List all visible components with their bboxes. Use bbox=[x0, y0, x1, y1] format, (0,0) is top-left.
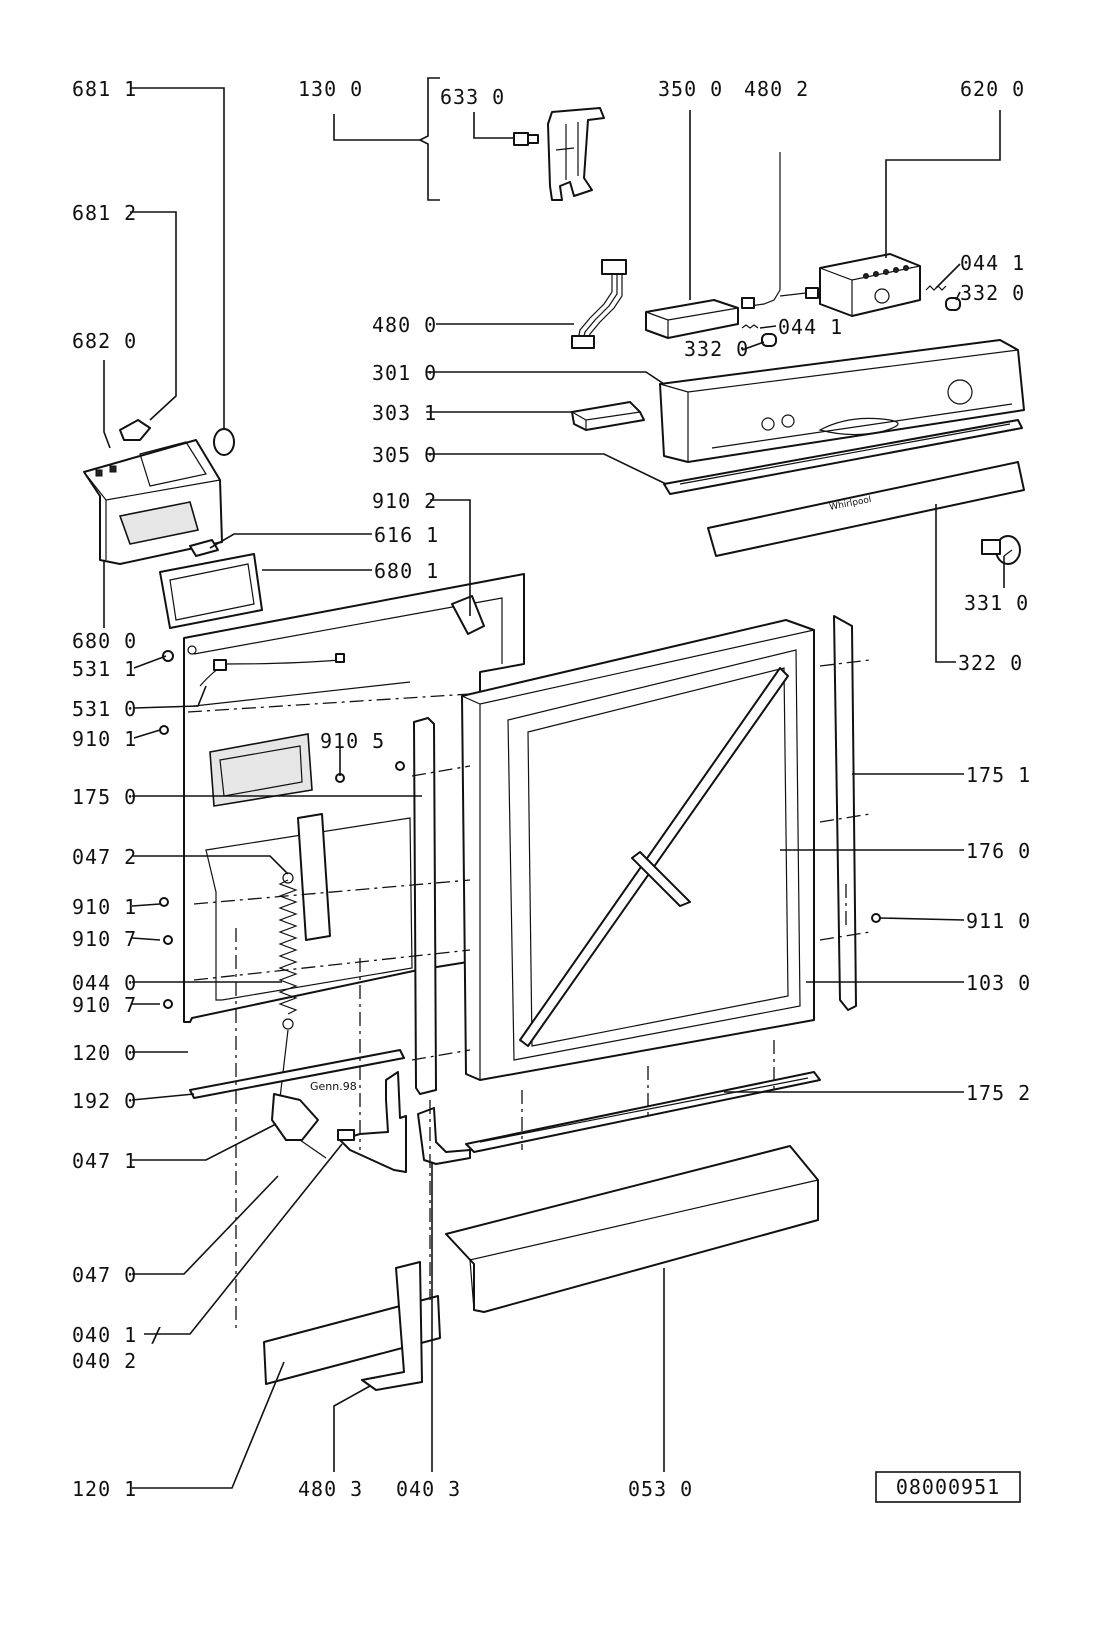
kick-plate-part bbox=[445, 1145, 819, 1313]
label-910-5: 910 5 bbox=[320, 729, 385, 753]
diagram-code-box: 08000951 bbox=[875, 1471, 1021, 1503]
label-350-0: 350 0 bbox=[658, 77, 723, 101]
label-682-0: 682 0 bbox=[72, 329, 137, 353]
label-120-1: 120 1 bbox=[72, 1477, 137, 1501]
label-910-7-b: 910 7 bbox=[72, 993, 137, 1017]
leader-lines bbox=[103, 87, 1005, 1489]
side-strip-left-part bbox=[413, 717, 437, 1095]
handwritten-note: Genn.98 bbox=[310, 1080, 357, 1093]
hinge-lever-part bbox=[337, 1071, 407, 1173]
label-910-1-b: 910 1 bbox=[72, 895, 137, 919]
label-681-1: 681 1 bbox=[72, 77, 137, 101]
label-480-2: 480 2 bbox=[744, 77, 809, 101]
label-332-0-a: 332 0 bbox=[960, 281, 1025, 305]
label-044-0: 044 0 bbox=[72, 971, 137, 995]
hinge-bracket-part bbox=[418, 77, 605, 201]
label-192-0: 192 0 bbox=[72, 1089, 137, 1113]
electronic-board-part bbox=[819, 253, 921, 317]
label-531-0: 531 0 bbox=[72, 697, 137, 721]
label-322-0: 322 0 bbox=[958, 651, 1023, 675]
label-044-1-b: 044 1 bbox=[778, 315, 843, 339]
door-handle-part bbox=[571, 401, 645, 431]
label-305-0: 305 0 bbox=[372, 443, 437, 467]
door-spring-part bbox=[271, 872, 327, 1159]
control-panel-part bbox=[659, 339, 1025, 463]
lower-plate-part bbox=[263, 1295, 441, 1385]
label-103-0: 103 0 bbox=[966, 971, 1031, 995]
label-176-0: 176 0 bbox=[966, 839, 1031, 863]
label-616-1: 616 1 bbox=[374, 523, 439, 547]
outer-door-frame-part bbox=[461, 619, 815, 1081]
small-bracket-part bbox=[417, 1107, 471, 1165]
label-044-1-a: 044 1 bbox=[960, 251, 1025, 275]
label-910-2: 910 2 bbox=[372, 489, 437, 513]
label-130-0: 130 0 bbox=[298, 77, 363, 101]
label-911-0: 911 0 bbox=[966, 909, 1031, 933]
wire-harness-part bbox=[571, 259, 627, 349]
side-strip-right-part bbox=[833, 615, 857, 1011]
label-633-0: 633 0 bbox=[440, 85, 505, 109]
label-681-2: 681 2 bbox=[72, 201, 137, 225]
label-680-1: 680 1 bbox=[374, 559, 439, 583]
label-120-0: 120 0 bbox=[72, 1041, 137, 1065]
l-bracket-part bbox=[361, 1261, 423, 1391]
label-040-3: 040 3 bbox=[396, 1477, 461, 1501]
label-175-1: 175 1 bbox=[966, 763, 1031, 787]
alignment-lines bbox=[187, 659, 871, 1330]
detergent-dispenser-part bbox=[83, 439, 223, 565]
label-040-2: 040 2 bbox=[72, 1349, 137, 1373]
label-053-0: 053 0 bbox=[628, 1477, 693, 1501]
label-331-0: 331 0 bbox=[964, 591, 1029, 615]
round-plug-part bbox=[213, 428, 235, 456]
bottom-strip-part bbox=[465, 1071, 821, 1153]
spring-and-knob-parts-center bbox=[741, 324, 777, 347]
part-labels: 681 1 681 2 682 0 680 0 531 1 531 0 910 … bbox=[72, 77, 1031, 1501]
label-040-1: 040 1 / bbox=[72, 1323, 163, 1347]
panel-rail-part bbox=[663, 419, 1023, 495]
fascia-strip-part: Whirlpool bbox=[707, 461, 1025, 557]
label-175-2: 175 2 bbox=[966, 1081, 1031, 1105]
label-480-3: 480 3 bbox=[298, 1477, 363, 1501]
diagram-code: 08000951 bbox=[896, 1475, 1000, 1499]
cable-part bbox=[741, 152, 819, 309]
lower-bar-part: Genn.98 bbox=[189, 1049, 405, 1099]
label-620-0: 620 0 bbox=[960, 77, 1025, 101]
label-531-1: 531 1 bbox=[72, 657, 137, 681]
label-910-7-a: 910 7 bbox=[72, 927, 137, 951]
label-303-1: 303 1 bbox=[372, 401, 437, 425]
spring-and-knob-parts-right bbox=[925, 285, 961, 311]
label-047-2: 047 2 bbox=[72, 845, 137, 869]
dispenser-gasket-part bbox=[159, 553, 263, 629]
dispenser-cap-part bbox=[119, 419, 151, 441]
label-680-0: 680 0 bbox=[72, 629, 137, 653]
label-175-0: 175 0 bbox=[72, 785, 137, 809]
label-301-0: 301 0 bbox=[372, 361, 437, 385]
label-047-1: 047 1 bbox=[72, 1149, 137, 1173]
label-480-0: 480 0 bbox=[372, 313, 437, 337]
knob-part bbox=[981, 535, 1021, 565]
inner-door-panel-part bbox=[183, 573, 525, 1023]
control-module-part bbox=[645, 299, 739, 339]
label-047-0: 047 0 bbox=[72, 1263, 137, 1287]
label-332-0-b: 332 0 bbox=[684, 337, 749, 361]
dispenser-clip-part bbox=[189, 539, 219, 557]
label-910-1-a: 910 1 bbox=[72, 727, 137, 751]
